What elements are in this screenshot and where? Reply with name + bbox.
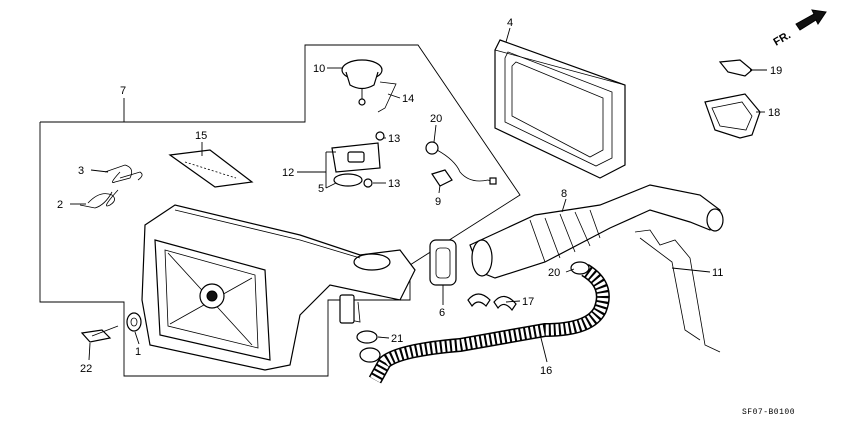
screw-lower-part bbox=[363, 178, 373, 188]
sensor-harness-part bbox=[425, 141, 497, 185]
callout-8: 8 bbox=[561, 188, 567, 200]
callout-20-lower: 21 bbox=[391, 333, 403, 345]
callout-4: 4 bbox=[507, 17, 513, 29]
cover-plate-part bbox=[168, 149, 254, 188]
callout-15: 15 bbox=[195, 130, 207, 142]
callout-21: 20 bbox=[430, 113, 442, 125]
bracket-wire-part bbox=[634, 229, 721, 353]
callout-20-upper: 20 bbox=[548, 267, 560, 279]
hose-clip-upper-part bbox=[570, 261, 590, 275]
leader-lines bbox=[70, 27, 767, 363]
front-direction-arrow: FR. bbox=[772, 9, 827, 49]
door-assembly-part bbox=[331, 142, 381, 187]
assembly-outline bbox=[39, 44, 521, 377]
callout-3: 3 bbox=[78, 165, 84, 177]
callout-7: 7 bbox=[120, 85, 126, 97]
hose-clip-lower-part bbox=[356, 330, 378, 344]
callout-11: 10 bbox=[313, 63, 325, 75]
grommet-part bbox=[429, 239, 457, 286]
filter-frame-part bbox=[494, 39, 626, 179]
callout-17: 17 bbox=[522, 296, 534, 308]
callout-2: 2 bbox=[57, 199, 63, 211]
callout-19: 19 bbox=[770, 65, 782, 77]
front-direction-label: FR. bbox=[772, 29, 793, 48]
callout-9: 9 bbox=[435, 196, 441, 208]
callout-16: 16 bbox=[540, 365, 552, 377]
callout-13-upper: 13 bbox=[388, 133, 400, 145]
vacuum-actuator-part bbox=[341, 59, 383, 106]
callout-14: 14 bbox=[402, 93, 414, 105]
callout-13-lower: 13 bbox=[388, 178, 400, 190]
hose-bracket-part bbox=[704, 93, 761, 139]
callout-18: 18 bbox=[768, 107, 780, 119]
intake-duct-part bbox=[469, 184, 724, 279]
callout-6: 6 bbox=[439, 307, 445, 319]
callout-22: 22 bbox=[80, 363, 92, 375]
callout-5: 5 bbox=[318, 183, 324, 195]
nut-part bbox=[126, 312, 142, 332]
screw-upper-part bbox=[375, 131, 385, 141]
drain-hose-part bbox=[359, 263, 610, 384]
clip-wire-part bbox=[104, 164, 143, 183]
link-rod-part bbox=[377, 81, 397, 113]
callout-10: 11 bbox=[712, 267, 723, 279]
blower-housing-part bbox=[141, 204, 416, 371]
callout-labels: 7 4 10 14 15 13 12 5 13 20 9 3 2 8 11 6 … bbox=[57, 17, 782, 377]
connector-part bbox=[431, 169, 453, 187]
callout-1: 1 bbox=[135, 346, 141, 358]
diagram-code: SF07-B0100 bbox=[742, 408, 795, 417]
hose-clamp-part bbox=[467, 293, 517, 312]
bolt-part bbox=[80, 325, 119, 343]
clip-spring-part bbox=[79, 189, 119, 209]
retainer-clip-part bbox=[718, 59, 753, 77]
callout-12: 12 bbox=[282, 167, 294, 179]
